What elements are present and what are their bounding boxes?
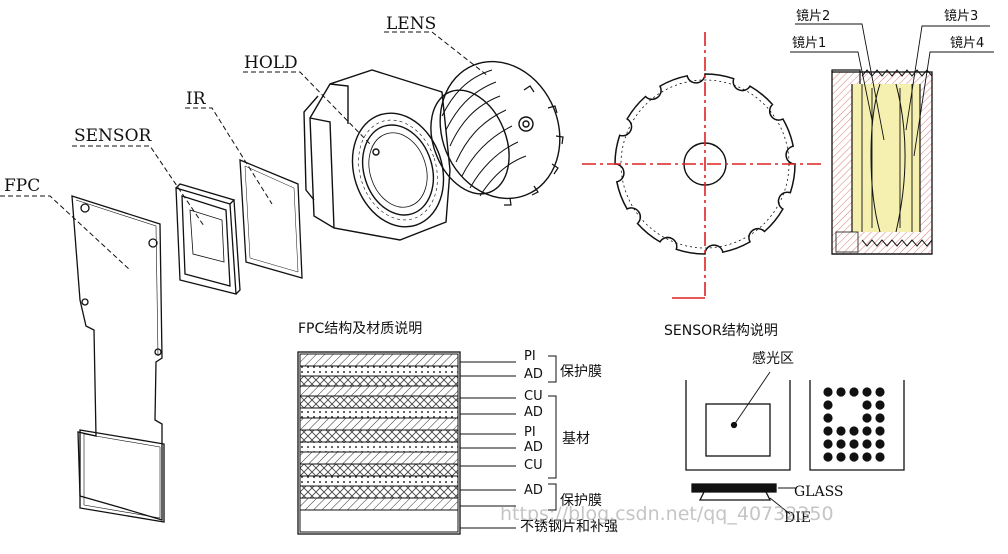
layer-label-ad-1: AD bbox=[524, 367, 543, 382]
lens-label: LENS bbox=[386, 14, 437, 34]
ir-label: IR bbox=[186, 89, 206, 109]
layer-label-pi-2: PI bbox=[524, 425, 536, 440]
layer-label-ad-3: AD bbox=[524, 440, 543, 455]
sensor-pad bbox=[823, 387, 833, 397]
sensor-pad bbox=[862, 387, 872, 397]
layer-label-cu-1: CU bbox=[524, 389, 543, 404]
sensor-pad bbox=[823, 452, 833, 462]
fpc-layer-stack bbox=[297, 351, 557, 535]
sensor-pad bbox=[875, 452, 885, 462]
sensor-pad bbox=[823, 426, 833, 436]
lens-cross-section bbox=[790, 23, 994, 255]
sensor-pad bbox=[862, 400, 872, 410]
fpc-label: FPC bbox=[4, 176, 41, 196]
die-label: DIE bbox=[784, 510, 811, 526]
sensor-pad bbox=[849, 439, 859, 449]
sensor-pad bbox=[875, 426, 885, 436]
lens-1-label: 镜片1 bbox=[792, 36, 827, 51]
lens-top-view bbox=[582, 32, 822, 299]
sensor-pad bbox=[823, 439, 833, 449]
sensor-pad bbox=[836, 439, 846, 449]
sensor-pad bbox=[823, 400, 833, 410]
sensor-pad bbox=[836, 426, 846, 436]
layer-label-pi-1: PI bbox=[524, 349, 536, 364]
sensor-pad bbox=[836, 387, 846, 397]
sensor-pad bbox=[823, 413, 833, 423]
layer-label-ad-2: AD bbox=[524, 405, 543, 420]
sensor-label: SENSOR bbox=[74, 126, 152, 146]
lens-barrel bbox=[430, 60, 564, 206]
cover-film-top-label: 保护膜 bbox=[560, 364, 602, 380]
layer-label-ad-4: AD bbox=[524, 483, 543, 498]
sensor-pad bbox=[849, 426, 859, 436]
fpc-structure-title: FPC结构及材质说明 bbox=[298, 321, 423, 337]
sensor-pad bbox=[862, 439, 872, 449]
lens-3-label: 镜片3 bbox=[944, 9, 979, 24]
sensor-pad bbox=[875, 439, 885, 449]
substrate-label: 基材 bbox=[562, 431, 590, 447]
hold-label: HOLD bbox=[244, 53, 298, 73]
glass-label: GLASS bbox=[794, 484, 844, 500]
sensor-pad bbox=[849, 387, 859, 397]
photosensitive-area-label: 感光区 bbox=[752, 351, 794, 367]
sensor-pad bbox=[875, 400, 885, 410]
cover-film-bottom-label: 保护膜 bbox=[560, 493, 602, 509]
sensor-pad bbox=[862, 426, 872, 436]
sensor-part bbox=[175, 183, 241, 295]
watermark: https://blog.csdn.net/qq_40732350 bbox=[500, 503, 834, 525]
sensor-pad bbox=[836, 452, 846, 462]
sensor-structure-title: SENSOR结构说明 bbox=[664, 323, 778, 339]
sensor-pad bbox=[862, 452, 872, 462]
lens-2-label: 镜片2 bbox=[796, 9, 831, 24]
sensor-structure-drawing bbox=[685, 371, 905, 515]
holder-part bbox=[303, 69, 451, 241]
fpc-board bbox=[71, 195, 165, 523]
sensor-pad bbox=[875, 387, 885, 397]
stiffener-label: 不锈钢片和补强 bbox=[520, 519, 618, 535]
sensor-pad bbox=[849, 452, 859, 462]
sensor-pad bbox=[875, 413, 885, 423]
lens-4-label: 镜片4 bbox=[950, 36, 985, 51]
leader-lines bbox=[0, 31, 489, 271]
layer-label-cu-2: CU bbox=[524, 458, 543, 473]
ir-filter bbox=[239, 159, 303, 279]
sensor-pad bbox=[862, 413, 872, 423]
